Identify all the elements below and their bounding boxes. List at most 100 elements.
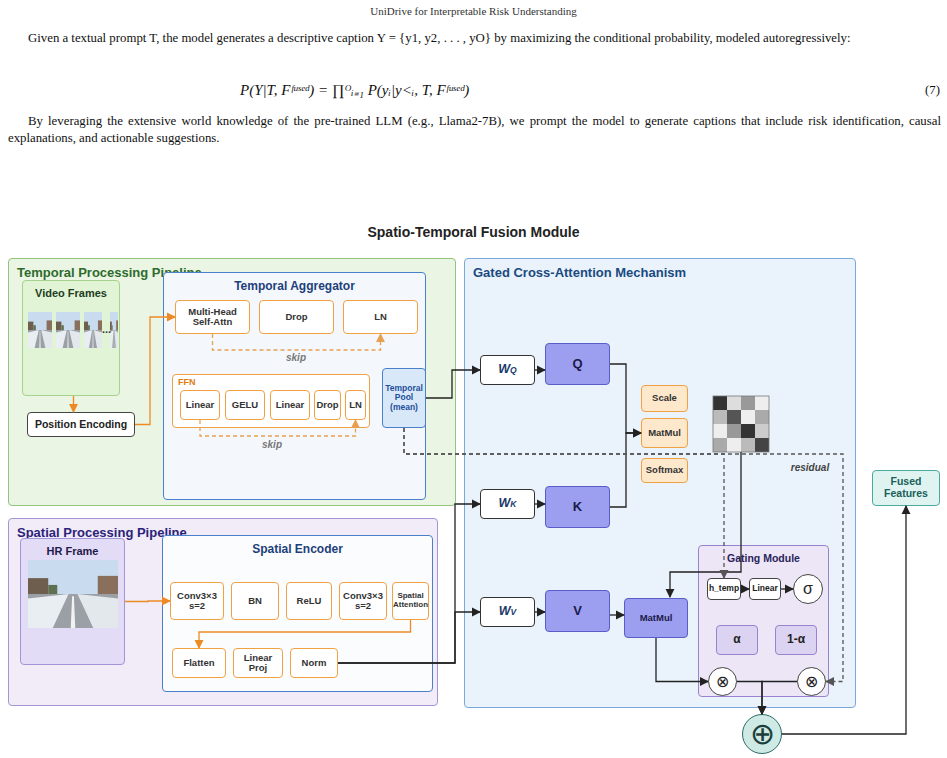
layer-box: GELU <box>225 390 265 420</box>
process-box: Linear <box>749 578 781 600</box>
module-box: Temporal AggregatorMulti-Head Self-AttnD… <box>163 272 426 500</box>
layer-box: Drop <box>314 390 341 420</box>
node-label: ReLU <box>297 596 322 606</box>
body-paragraph: Given a textual prompt T, the model gene… <box>8 30 941 47</box>
node-label: BN <box>248 596 262 606</box>
layer-box: Multi-Head Self-Attn <box>175 300 250 334</box>
node-label: 1-α <box>787 633 805 646</box>
node-label: Fused Features <box>874 476 938 499</box>
node-label: ⊗ <box>805 674 818 690</box>
process-box: h_temp <box>707 578 741 600</box>
layer-box: Spatial Attention <box>392 582 429 620</box>
layer-box: Flatten <box>172 648 226 678</box>
node-label: LN <box>349 400 362 410</box>
edge-label: skip <box>256 352 336 363</box>
weight-box: WK <box>480 489 535 519</box>
node-label: Spatial Attention <box>393 592 428 610</box>
node-label: Flatten <box>183 658 214 668</box>
layer-box: Linear <box>180 390 220 420</box>
process-box: Position Encoding <box>27 412 135 437</box>
node-label: MatMul <box>648 428 681 438</box>
equation-number: (7) <box>880 82 940 99</box>
mechanism-band: Gated Cross-Attention MechanismWQ Q WK K WV V… <box>464 258 856 708</box>
input-box: HR Frame <box>20 538 125 665</box>
output-box: Fused Features <box>872 470 940 506</box>
pipeline-band: Spatial Processing PipelineHR FrameSpati… <box>8 518 438 706</box>
layer-box: ReLU <box>286 582 332 620</box>
layer-box: LN <box>345 390 366 420</box>
node-label: FFN <box>178 377 196 387</box>
pool-box: Temporal Pool (mean) <box>382 368 426 428</box>
sum-circle: ⊕ <box>742 714 782 754</box>
node-label: Temporal Pool (mean) <box>384 384 424 412</box>
node-label: MatMul <box>640 613 673 623</box>
running-header: UniDrive for Interpretable Risk Understa… <box>0 4 947 19</box>
weight-box: 1-α <box>775 625 817 655</box>
layer-box: Conv3×3 s=2 <box>339 582 387 620</box>
node-label: Drop <box>316 400 338 410</box>
edge-label: skip <box>232 439 312 450</box>
operator-circle: ⊗ <box>797 667 826 696</box>
node-label: Softmax <box>646 465 683 475</box>
node-label: Spatial Encoder <box>163 542 432 556</box>
operator-circle: σ <box>793 574 823 604</box>
node-label: Q <box>572 357 582 371</box>
node-label: Scale <box>652 393 677 403</box>
node-label: LN <box>374 312 387 322</box>
ffn-group: FFN Linear GELU Linear Drop LN <box>172 374 370 428</box>
edge-label: residual <box>770 462 850 473</box>
node-label: Linear Proj <box>235 653 281 674</box>
node-label: σ <box>803 581 813 597</box>
operation-box: Scale <box>641 385 688 412</box>
node-label: Drop <box>285 312 307 322</box>
layer-box: Norm <box>290 648 338 678</box>
weight-box: WQ <box>480 355 535 385</box>
operation-box: MatMul <box>641 418 688 448</box>
node-label: WQ <box>498 363 516 377</box>
node-label: Conv3×3 s=2 <box>172 591 222 612</box>
node-label: WK <box>499 497 517 511</box>
gating-box: Gating Module h_temp Linear σ α 1-α ⊗ ⊗ <box>698 545 829 697</box>
layer-box: BN <box>231 582 279 620</box>
projection-box: V <box>545 590 610 632</box>
operation-box: MatMul <box>624 598 688 638</box>
body-paragraph: By leveraging the extensive world knowle… <box>8 113 941 148</box>
layer-box: Linear Proj <box>233 648 283 678</box>
operation-box: Softmax <box>641 458 688 483</box>
node-label: K <box>573 500 582 514</box>
weight-box: WV <box>480 597 535 627</box>
diagram-title: Spatio-Temporal Fusion Module <box>0 224 947 240</box>
node-label: Linear <box>276 400 305 410</box>
node-label: Gated Cross-Attention Mechanism <box>473 265 686 280</box>
node-label: Conv3×3 s=2 <box>341 591 385 612</box>
node-label: Gating Module <box>699 552 828 564</box>
layer-box: Linear <box>270 390 310 420</box>
node-label: ⊕ <box>750 719 775 749</box>
node-label: WV <box>499 605 516 619</box>
node-label: V <box>573 604 582 618</box>
node-label: Multi-Head Self-Attn <box>177 307 248 328</box>
projection-box: K <box>545 486 610 528</box>
node-label: h_temp <box>709 584 739 593</box>
node-label: HR Frame <box>21 545 124 557</box>
module-box: Spatial EncoderConv3×3 s=2 BN ReLU Conv3×3 … <box>162 535 433 692</box>
projection-box: Q <box>545 343 610 385</box>
node-label: GELU <box>232 400 258 410</box>
input-box: Video Frames <box>22 280 120 396</box>
node-label: Linear <box>186 400 215 410</box>
layer-box: Drop <box>259 300 334 334</box>
layer-box: LN <box>343 300 418 334</box>
node-label: Linear <box>752 584 778 593</box>
node-label: Norm <box>302 658 327 668</box>
node-label: ⊗ <box>716 674 729 690</box>
pipeline-band: Temporal Processing PipelineVideo Frames… <box>8 258 456 506</box>
node-label: Temporal Aggregator <box>164 279 425 293</box>
weight-box: α <box>716 625 758 655</box>
layer-box: Conv3×3 s=2 <box>170 582 224 620</box>
node-label: Position Encoding <box>35 419 127 431</box>
node-label: α <box>733 633 740 646</box>
node-label: Video Frames <box>23 287 119 299</box>
equation: P(Y|T, Fᶠᵘˢᵉᵈ) = ∏ᴼᵢ₌₁ P(yᵢ|y<ᵢ, T, Fᶠᵘˢ… <box>240 80 700 100</box>
operator-circle: ⊗ <box>708 667 737 696</box>
